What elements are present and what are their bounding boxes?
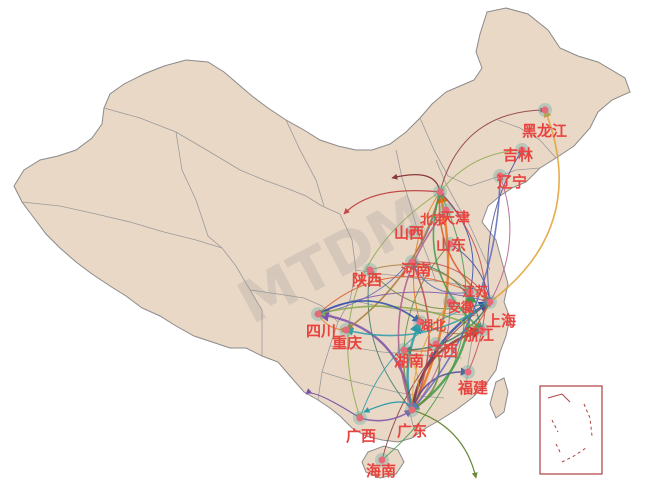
flow-line-beijing-guangxi [347,191,441,419]
label-jiangxi[interactable]: 江西 [428,342,458,360]
flow-line-beijing-shanghai [438,191,491,303]
flow-line-shanghai-liaoning [489,175,511,303]
label-liaoning[interactable]: 辽宁 [497,173,527,191]
node-guangdong[interactable] [408,406,416,414]
node-hunan[interactable] [400,346,408,354]
node-henan[interactable] [408,258,416,266]
node-jilin[interactable] [518,146,526,154]
label-shaanxi[interactable]: 陕西 [352,271,382,289]
node-liaoning[interactable] [496,172,504,180]
node-guangxi[interactable] [356,414,364,422]
flow-line-guangxi-shanghai [359,300,491,419]
node-hainan[interactable] [378,456,386,464]
label-jiangsu[interactable]: 江苏 [462,284,488,300]
flow-line-guangdong-zhejiang [410,327,484,411]
node-jiangxi[interactable] [432,340,440,348]
flow-line-fujian-beijing [439,191,486,373]
label-henan[interactable]: 河南 [401,261,431,279]
flow-line-beijing-hubei [412,191,441,323]
flow-line-anhui-guangdong [409,301,451,411]
node-anhui[interactable] [446,298,454,306]
label-guangdong[interactable]: 广东 [397,422,427,440]
flow-line-guangdong-henan [411,261,430,411]
node-fujian[interactable] [464,368,472,376]
label-hainan[interactable]: 海南 [366,462,396,480]
flow-line-shandong-shanghai [449,243,492,303]
province-labels: 黑龙江 吉林 辽宁 天津 山西 北京 山东 河南 陕西 上海 四川 重庆 湖北 … [306,122,567,480]
flow-line-outbound [305,388,361,419]
node-sichuan[interactable] [314,310,322,318]
label-shanxi[interactable]: 山西 [394,224,424,242]
south-china-sea-inset [539,385,603,475]
label-chongqing[interactable]: 重庆 [332,334,362,352]
node-shanxi[interactable] [408,228,416,236]
node-shandong[interactable] [446,240,454,248]
label-heilongjiang[interactable]: 黑龙江 [522,122,567,140]
label-tianjin[interactable]: 天津 [440,209,470,227]
province-nodes [311,103,552,467]
flow-line-outbound [411,409,478,479]
label-sichuan[interactable]: 四川 [306,322,336,340]
node-chongqing[interactable] [342,326,350,334]
node-shaanxi[interactable] [366,266,374,274]
flow-line-jiangsu-sichuan [317,276,471,315]
flow-line-shanghai-chongqing [345,301,491,337]
node-tianjin[interactable] [442,206,450,214]
node-hubei[interactable] [416,318,424,326]
flow-line-outbound [391,173,441,193]
flow-line-beijing-heilongjiang [439,107,546,193]
flow-line-shanghai-jilin [487,149,523,303]
label-hunan[interactable]: 湖南 [394,352,424,370]
node-zhejiang[interactable] [478,326,486,334]
label-shandong[interactable]: 山东 [436,236,466,254]
flow-line-sichuan-hubei [317,300,421,323]
china-landmass [13,7,631,443]
flow-line-beijing-chongqing [345,191,441,331]
flow-line-henan-zhejiang [411,261,484,331]
flow-line-shanghai-heilongjiang [489,109,560,303]
flow-lines [305,107,560,479]
flow-line-zhejiang-hubei [419,321,483,335]
node-shanghai[interactable] [486,298,494,306]
flow-line-liaoning-guangdong [411,175,501,411]
node-jiangsu[interactable] [466,288,474,296]
label-hubei[interactable]: 湖北 [420,319,446,334]
label-anhui[interactable]: 安徽 [448,300,475,316]
flow-line-guangdong-shaanxi [366,269,413,411]
flow-line-outbound [343,190,441,215]
flow-line-beijing-zhejiang [432,191,483,331]
flow-line-jilin-beijing [439,149,523,193]
label-jilin[interactable]: 吉林 [503,146,534,164]
flow-line-guangxi-guangdong [359,409,413,422]
label-guangxi[interactable]: 广西 [346,427,376,445]
flow-line-shaanxi-jiangsu [369,264,471,293]
flow-line-shanghai-hunan [403,301,491,355]
flow-line-tianjin-guangdong [397,209,447,411]
node-beijing[interactable] [436,188,444,196]
label-beijing[interactable]: 北京 [420,212,446,228]
label-zhejiang[interactable]: 浙江 [464,326,494,344]
label-fujian[interactable]: 福建 [457,379,489,397]
flow-line-guangdong-beijing [410,190,450,411]
flow-line-shanghai-henan [411,259,491,303]
label-shanghai[interactable]: 上海 [486,312,516,330]
flow-line-jiangsu-henan [411,261,471,294]
flow-line-hunan-shanghai [403,301,491,352]
taiwan-island [489,377,509,419]
node-heilongjiang[interactable] [541,106,549,114]
